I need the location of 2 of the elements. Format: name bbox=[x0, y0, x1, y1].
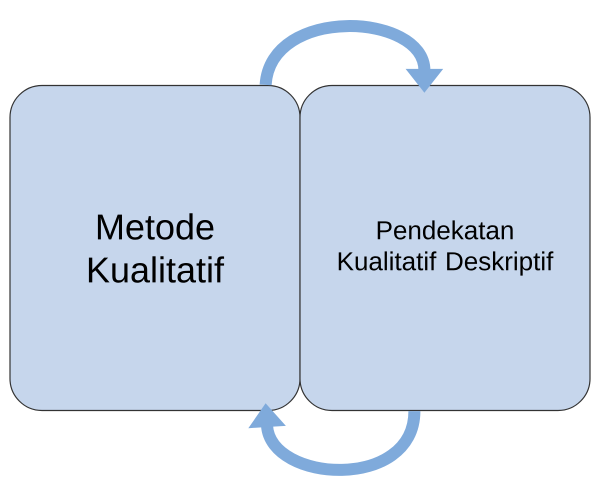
rounded-box: Pendekatan Kualitatif Deskriptif bbox=[299, 84, 591, 412]
rounded-box: Metode Kualitatif bbox=[9, 84, 301, 412]
